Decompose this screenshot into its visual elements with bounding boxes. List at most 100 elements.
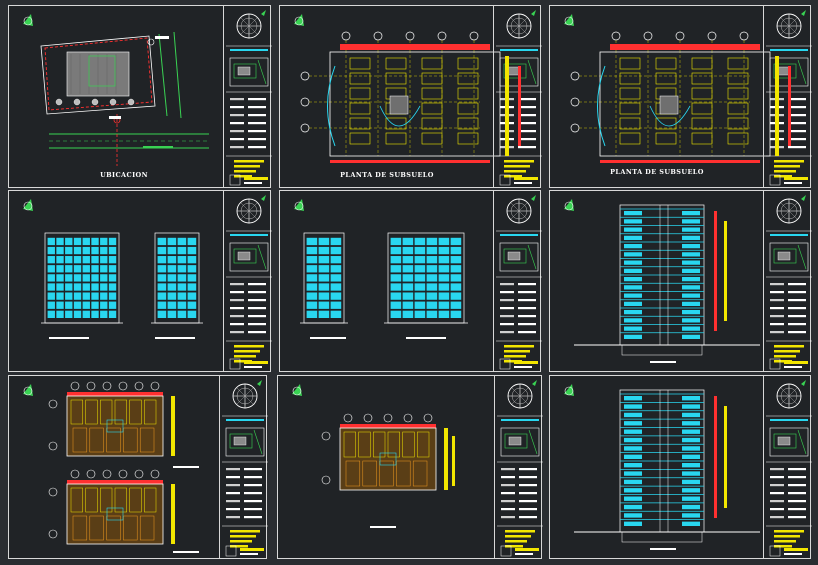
title-bar [230, 540, 252, 543]
grid-bubble [643, 31, 653, 41]
window [682, 396, 700, 401]
title-bar [774, 540, 796, 543]
window [682, 244, 700, 249]
window [450, 301, 462, 309]
sheet-floor-plan[interactable] [277, 375, 543, 559]
key-plan [500, 427, 540, 457]
parking-stall [727, 132, 749, 145]
room [123, 427, 138, 453]
window [100, 310, 108, 318]
table-label [770, 492, 784, 495]
parking-stall [421, 57, 443, 70]
parking-stall [619, 72, 641, 85]
title-block [763, 6, 810, 187]
band [500, 234, 538, 236]
window [624, 429, 642, 434]
title-bar [244, 177, 268, 180]
window [187, 283, 197, 291]
window [318, 301, 330, 309]
sheet-title: UBICACION [100, 171, 148, 179]
window [330, 292, 342, 300]
window [402, 292, 414, 300]
sheet-section-2[interactable] [549, 375, 812, 559]
title-bar [514, 182, 532, 184]
title-block [223, 191, 270, 371]
window [390, 237, 402, 246]
title-bar [774, 165, 800, 168]
window [73, 256, 82, 264]
table-value [519, 516, 537, 519]
title-bar [514, 366, 532, 368]
window [65, 265, 73, 273]
table-value [788, 138, 806, 141]
compass-axis [236, 387, 254, 405]
sheet-parking-plan-2[interactable]: PLANTA DE SUBSUELO [549, 5, 812, 188]
label-bar [109, 116, 121, 119]
key-plan-road [527, 244, 537, 270]
window [306, 237, 318, 246]
title-bar [234, 165, 260, 168]
parking-stall [421, 72, 443, 85]
window [624, 301, 642, 306]
window [426, 283, 438, 291]
window [73, 237, 82, 246]
table-value [518, 130, 536, 133]
key-plan-road [253, 429, 263, 455]
lot-outline [40, 35, 156, 115]
title-block [493, 6, 540, 187]
table-label [770, 508, 784, 511]
table-value [519, 500, 537, 503]
window [426, 246, 438, 255]
sheet-site-plan[interactable]: UBICACION [8, 5, 272, 188]
window [682, 252, 700, 257]
title-bar [504, 355, 526, 358]
sheet-elevations-2[interactable] [279, 190, 542, 372]
title-bar [784, 177, 808, 180]
window [100, 237, 108, 246]
window [167, 283, 177, 291]
dimension-band [505, 56, 509, 156]
parking-plan-drawing [294, 10, 542, 186]
parking-stall [421, 117, 443, 130]
table-value [788, 291, 806, 294]
window [414, 274, 426, 282]
room [144, 399, 157, 425]
window [65, 246, 73, 255]
band [230, 234, 268, 236]
table-label [230, 299, 244, 302]
parking-stall [691, 102, 713, 115]
window [47, 310, 55, 318]
table-label [230, 146, 244, 149]
stamp [769, 174, 781, 186]
parking-stall [349, 132, 371, 145]
grid-bubble [86, 381, 96, 391]
window [682, 326, 700, 331]
window [682, 437, 700, 443]
parking-stall [619, 132, 641, 145]
grid-bubble [134, 381, 144, 391]
marker [147, 38, 155, 46]
parking-stall [655, 72, 677, 85]
sheet-elevations-1[interactable] [8, 190, 272, 372]
window [157, 274, 167, 282]
table-value [788, 146, 806, 149]
window [682, 463, 700, 468]
sheet-section-1[interactable] [549, 190, 812, 372]
window [157, 237, 167, 246]
sheet-floor-plans[interactable] [8, 375, 268, 559]
window [318, 274, 330, 282]
room [114, 487, 127, 513]
window [624, 227, 642, 232]
window [330, 246, 342, 255]
tree [127, 98, 135, 106]
window [157, 265, 167, 273]
parking-stall [655, 117, 677, 130]
table-label [500, 283, 514, 286]
window [682, 277, 700, 282]
title-bar [504, 165, 530, 168]
window [306, 283, 318, 291]
parking-stall [385, 117, 407, 130]
basement-outline [599, 51, 771, 157]
table-value [788, 476, 806, 479]
sheet-parking-plan-1[interactable]: PLANTA DE SUBSUELO [279, 5, 542, 188]
